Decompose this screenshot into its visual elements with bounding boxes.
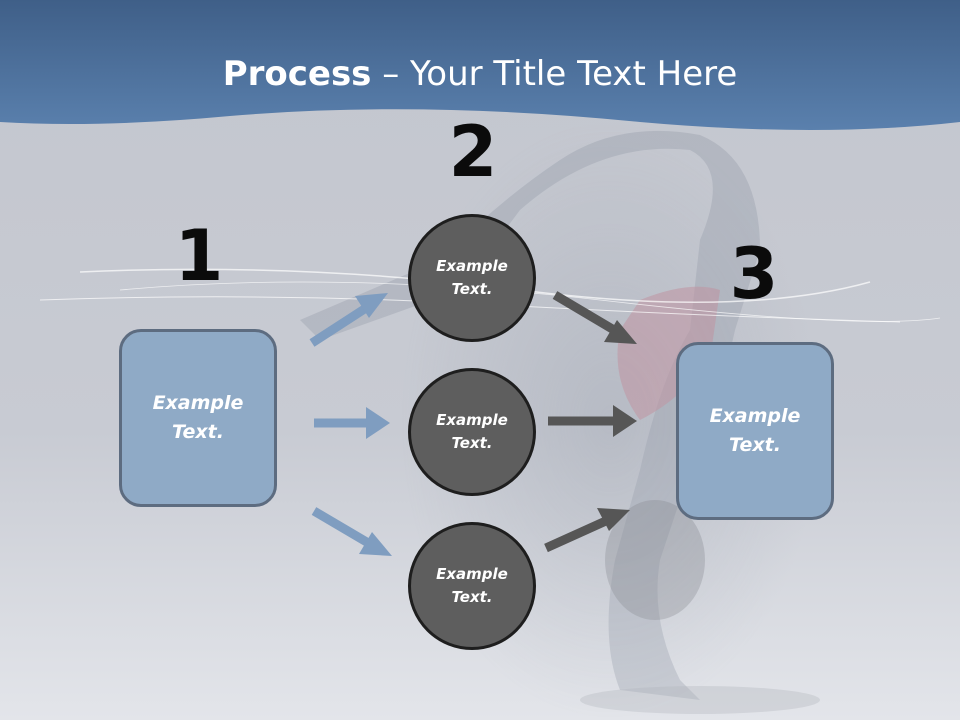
circle-middle-text: Example Text.: [436, 411, 508, 452]
header-band: [0, 0, 960, 130]
title-rest: – Your Title Text Here: [371, 54, 738, 94]
step-number-3: 3: [729, 233, 779, 315]
circle-top-text: Example Text.: [436, 257, 508, 298]
circle-top: Example Text.: [408, 214, 536, 342]
circle-middle: Example Text.: [408, 368, 536, 496]
step-number-2: 2: [448, 111, 498, 193]
circle-bottom-text: Example Text.: [436, 565, 508, 606]
step-3-text: Example Text.: [709, 405, 801, 456]
step-3-box: Example Text.: [676, 342, 834, 520]
step-1-box: Example Text.: [119, 329, 277, 507]
circle-bottom: Example Text.: [408, 522, 536, 650]
step-1-text: Example Text.: [152, 392, 244, 443]
slide-title: Process – Your Title Text Here: [0, 52, 960, 96]
step-number-1: 1: [174, 215, 224, 297]
title-bold: Process: [222, 54, 372, 94]
